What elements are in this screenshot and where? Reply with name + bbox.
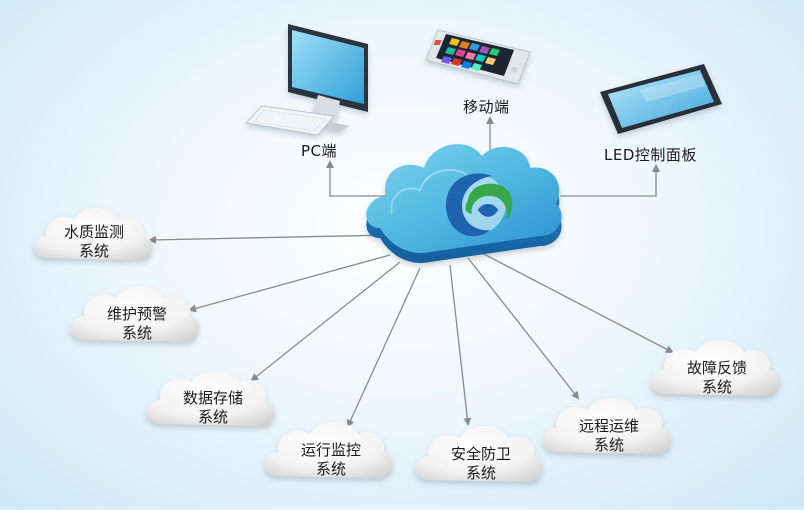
system-name: 安全防卫 <box>450 445 511 463</box>
system-name: 远程运维 <box>578 417 639 435</box>
arrow-to-water-quality <box>148 234 391 244</box>
system-label-fault-feedback: 故障反馈 系统 <box>667 359 767 397</box>
arrow-to-maintenance <box>188 254 391 313</box>
cloud-fault-feedback <box>650 340 779 396</box>
system-suffix: 系统 <box>701 378 732 396</box>
arrow-to-remote-ops <box>467 257 580 400</box>
system-label-maintenance: 维护预警 系统 <box>87 305 187 343</box>
arrow-to-led <box>560 164 660 197</box>
arrow-to-security <box>449 264 472 426</box>
cloud-monitoring <box>264 422 393 478</box>
system-suffix: 系统 <box>593 436 624 454</box>
cloud-remote-ops <box>542 398 671 454</box>
system-name: 故障反馈 <box>686 359 747 377</box>
system-suffix: 系统 <box>197 408 228 426</box>
cloud-maintenance <box>70 286 199 342</box>
led-panel-label: LED控制面板 <box>604 146 697 164</box>
cloud-logo-icon <box>446 173 513 237</box>
system-suffix: 系统 <box>315 460 346 478</box>
arrow-to-storage <box>250 261 401 382</box>
system-name: 水质监测 <box>63 223 124 241</box>
system-label-storage: 数据存储 系统 <box>163 389 263 427</box>
system-label-security: 安全防卫 系统 <box>431 445 531 483</box>
system-suffix: 系统 <box>78 242 109 260</box>
system-name: 数据存储 <box>182 389 243 407</box>
system-name: 运行监控 <box>300 441 361 459</box>
cloud-storage <box>146 370 275 426</box>
system-label-monitoring: 运行监控 系统 <box>281 441 381 479</box>
arrow-to-pc <box>326 160 400 197</box>
smartphone-icon <box>425 29 531 85</box>
cloud-security <box>414 426 543 482</box>
system-suffix: 系统 <box>121 324 152 342</box>
pc-label: PC端 <box>301 142 338 160</box>
arrow-to-fault-feedback <box>479 251 674 353</box>
cloud-water-quality <box>34 208 153 260</box>
arrow-to-monitoring <box>346 267 421 428</box>
desktop-computer-icon <box>245 24 368 136</box>
system-suffix: 系统 <box>465 464 496 482</box>
mobile-label: 移动端 <box>463 98 510 116</box>
system-label-remote-ops: 远程运维 系统 <box>559 417 659 455</box>
system-label-water-quality: 水质监测 系统 <box>46 223 142 261</box>
system-name: 维护预警 <box>106 305 167 323</box>
connector-group <box>148 116 674 428</box>
tablet-icon <box>600 64 722 134</box>
